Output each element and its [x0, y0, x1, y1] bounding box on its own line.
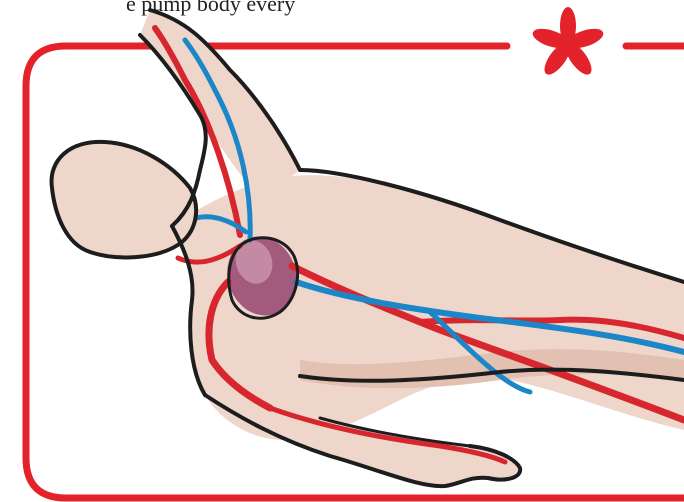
body-silhouette	[52, 10, 684, 486]
asterisk-icon	[530, 7, 605, 79]
